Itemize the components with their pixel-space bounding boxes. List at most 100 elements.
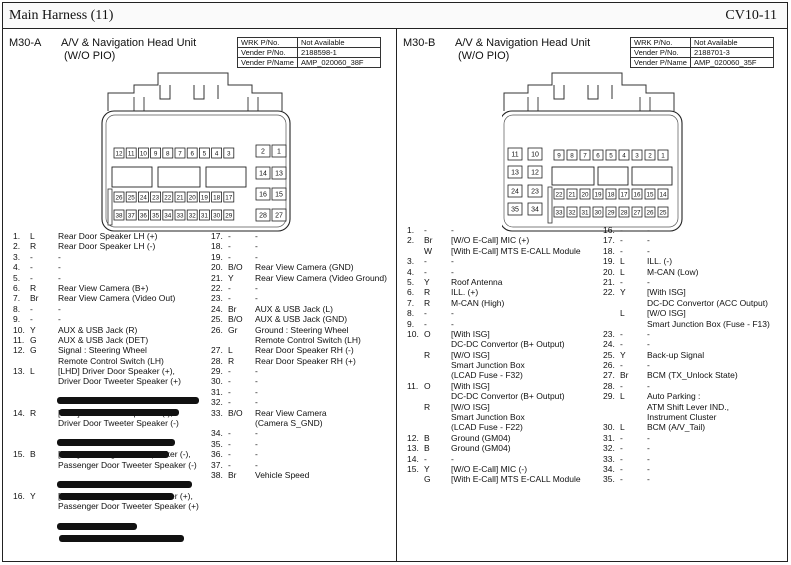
wire-color: Br (620, 370, 629, 381)
pin-row: 33.-- (603, 454, 788, 464)
pin-description: [With ISG] (451, 380, 490, 391)
pin-row: 16.-- (603, 225, 788, 235)
pin-row: 35.-- (211, 439, 396, 449)
pin-number: 14. (13, 407, 25, 418)
pin-cavity (527, 202, 543, 216)
pin-number: 11. (407, 380, 419, 391)
pin-number: 32. (603, 443, 615, 454)
pin-row: 3.-- (13, 252, 213, 262)
wire-color: R (424, 349, 431, 360)
pin-description: - (255, 376, 258, 387)
redaction-mark (59, 409, 179, 416)
pin-description: Smart Junction Box (Fuse - F13) (647, 318, 770, 329)
pin-cavity (631, 149, 643, 161)
pin-description: [W/O ISG] (451, 349, 490, 360)
wire-color: - (424, 453, 427, 464)
pin-cavity (162, 147, 174, 159)
wire-color: B (30, 449, 36, 460)
pin-row: 1.-- (407, 225, 607, 235)
connector-name: A/V & Navigation Head Unit (W/O PIO) (455, 37, 625, 63)
pin-description: - (255, 366, 258, 377)
pin-description: AUX & USB Jack (R) (58, 324, 138, 335)
pin-description: AUX & USB Jack (DET) (58, 334, 149, 345)
pin-label: 32 (568, 210, 576, 217)
pin-number: 12. (13, 345, 25, 356)
wire-color: Gr (228, 324, 238, 335)
pin-cavity (138, 147, 149, 159)
pin-row: Smart Junction Box (407, 412, 607, 422)
pin-number: 25. (211, 314, 223, 325)
pin-label: 21 (568, 192, 576, 199)
pin-description: - (647, 276, 650, 287)
pin-label: 33 (176, 213, 184, 220)
pin-description: - (58, 303, 61, 314)
pin-cavity (553, 149, 565, 161)
wire-color: - (228, 459, 231, 470)
pin-description: [W/O ISG] (647, 308, 686, 319)
wire-color: - (228, 386, 231, 397)
wire-color: L (30, 231, 35, 241)
pin-description: - (647, 380, 650, 391)
pin-description: - (451, 266, 454, 277)
pin-number: 4. (13, 262, 21, 273)
pin-row: 28.-- (603, 381, 788, 391)
pin-cavity (592, 188, 604, 200)
pin-description: Rear Door Speaker LH (+) (58, 231, 158, 241)
pin-number: 19. (211, 251, 223, 262)
sheet-title: Main Harness (11) (9, 8, 114, 23)
pin-row: 18.-- (603, 246, 788, 256)
wire-color: - (620, 432, 623, 443)
connector-panel-m30-a: M30-A A/V & Navigation Head Unit (W/O PI… (3, 29, 396, 561)
wire-color: L (620, 391, 625, 402)
pin-label: 22 (164, 195, 172, 202)
wire-color: Y (620, 287, 626, 298)
pin-label: 1 (277, 149, 281, 156)
pin-number: 35. (603, 474, 615, 485)
pin-description: Passenger Door Tweeter Speaker (-) (58, 459, 197, 470)
pin-label: 35 (511, 207, 519, 214)
pin-row: 11.O[With ISG] (407, 381, 607, 391)
pin-number: 8. (13, 303, 21, 314)
pin-description: - (451, 308, 454, 319)
pin-cavity (657, 188, 669, 200)
panel-divider (396, 29, 397, 561)
wire-color: Y (424, 463, 430, 474)
pin-label: 15 (646, 192, 654, 199)
connector-rib (133, 97, 259, 111)
pin-number: 31. (603, 432, 615, 443)
pin-cavity (644, 188, 656, 200)
pin-description: - (647, 474, 650, 485)
pin-description: Rear View Camera (255, 407, 327, 418)
pin-row: 13.L[LHD] Driver Door Speaker (+), (13, 366, 213, 376)
pin-label: 34 (164, 213, 172, 220)
wire-color: - (620, 380, 623, 391)
pin-label: 25 (128, 195, 136, 202)
pin-label: 26 (115, 195, 123, 202)
wire-color: - (228, 231, 231, 241)
pin-label: 3 (227, 151, 231, 158)
pin-cavity (579, 149, 591, 161)
pin-cavity (113, 191, 125, 203)
pin-label: 13 (511, 170, 519, 177)
wire-color: B (424, 432, 430, 443)
pin-number: 19. (603, 256, 615, 267)
pin-row: 32.-- (603, 443, 788, 453)
pin-cavity (199, 147, 210, 159)
pin-row: 23.-- (211, 293, 396, 303)
redaction-mark (57, 439, 175, 446)
pin-description: - (647, 245, 650, 256)
pin-description: DC-DC Convertor (B+ Output) (451, 339, 565, 350)
pin-label: 29 (607, 210, 615, 217)
wire-color: - (228, 293, 231, 304)
pin-description: Smart Junction Box (451, 412, 525, 423)
